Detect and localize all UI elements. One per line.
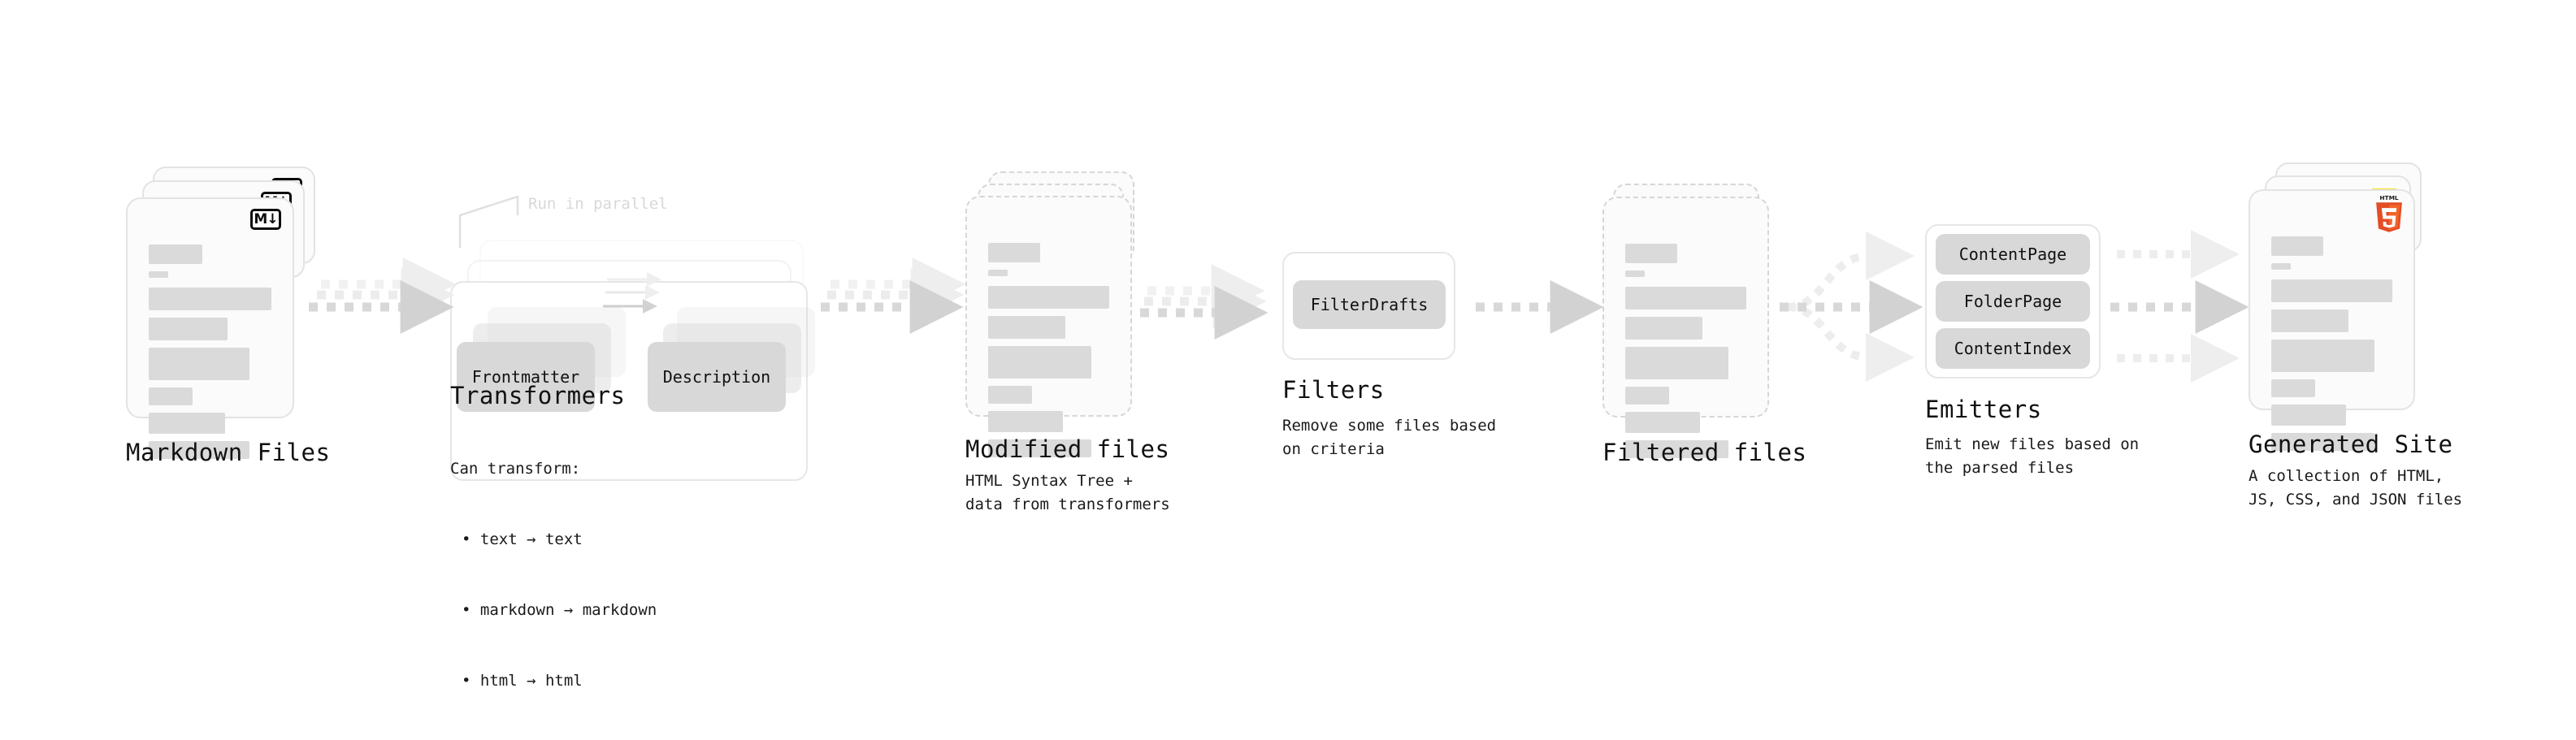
transformers-bullet-html: • html → html [462,672,583,690]
placeholder-lines [988,243,1109,465]
page-title-transformers: Transformers [450,382,626,409]
placeholder-lines [2271,236,2392,458]
diagram-canvas: M↓ M↓ M↓ Markdown Files Run in parallel [126,162,2463,690]
html5-logo-icon: HTML [2376,196,2402,232]
page-title-emitters: Emitters [1925,396,2042,423]
modified-files-description: HTML Syntax Tree + data from transformer… [965,472,1170,513]
filters-description: Remove some files based on criteria [1282,417,1497,458]
chip-content-page[interactable]: ContentPage [1936,234,2090,275]
svg-text:HTML: HTML [2379,196,2399,201]
emitters-description: Emit new files based on the parsed files [1925,435,2140,477]
arrow-emitters-to-generated [2110,230,2249,383]
transformers-description: Can transform: • text → text • markdown … [450,410,657,740]
chip-description[interactable]: Description [648,342,786,412]
page-title-filters: Filters [1282,376,1385,404]
chip-folder-page[interactable]: FolderPage [1936,281,2090,322]
arrow-markdown-to-transformers [309,257,457,334]
page-title-markdown-files: Markdown Files [126,439,331,466]
arrow-transformers-to-modified [821,257,966,334]
chip-content-index[interactable]: ContentIndex [1936,328,2090,369]
generated-site-description: A collection of HTML, JS, CSS, and JSON … [2249,467,2463,508]
page-title-filtered-files: Filtered files [1602,439,1807,466]
transformers-bullet-text: • text → text [462,530,583,548]
filtered-file-card-front [1602,197,1769,458]
page-title-generated-site: Generated Site [2249,431,2453,458]
placeholder-lines [1625,244,1746,465]
page-title-modified-files: Modified files [965,435,1170,463]
generated-file-card-front: HTML [2249,189,2415,451]
arrow-filtered-to-emitters [1780,232,1923,382]
arrow-modified-to-filters [1140,264,1268,340]
transformers-bullet-markdown: • markdown → markdown [462,601,657,619]
chip-frontmatter[interactable]: Frontmatter [457,342,595,412]
markdown-file-card-front: M↓ [126,197,294,459]
transformers-intro: Can transform: [450,460,581,478]
md-badge-icon: M↓ [250,209,281,230]
modified-file-card-front [965,196,1132,457]
placeholder-lines [149,245,271,466]
chip-filter-drafts[interactable]: FilterDrafts [1293,280,1446,329]
run-in-parallel-annotation: Run in parallel [528,195,668,213]
